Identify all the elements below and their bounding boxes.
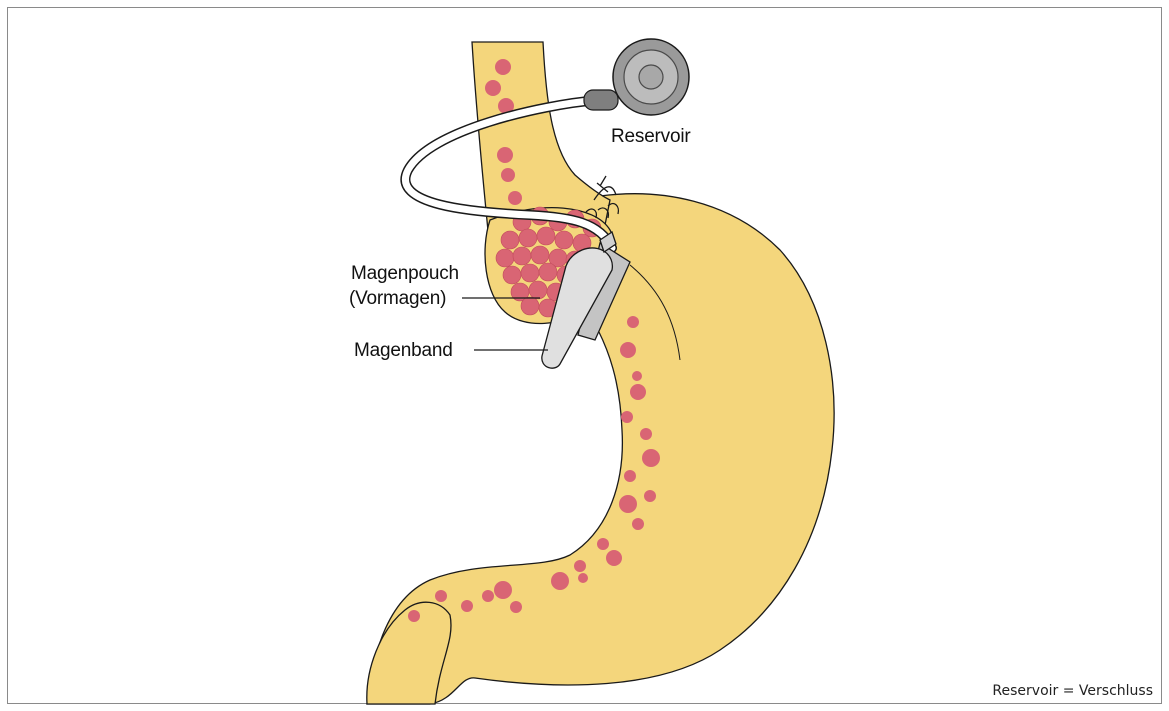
reservoir-port <box>584 39 689 115</box>
pouch-label-line2: (Vormagen) <box>349 287 446 311</box>
pouch-label-line1: Magenpouch <box>351 262 459 286</box>
reservoir-label: Reservoir <box>611 125 691 149</box>
band-label: Magenband <box>354 339 453 363</box>
figure-caption: Reservoir = Verschluss <box>992 683 1153 699</box>
